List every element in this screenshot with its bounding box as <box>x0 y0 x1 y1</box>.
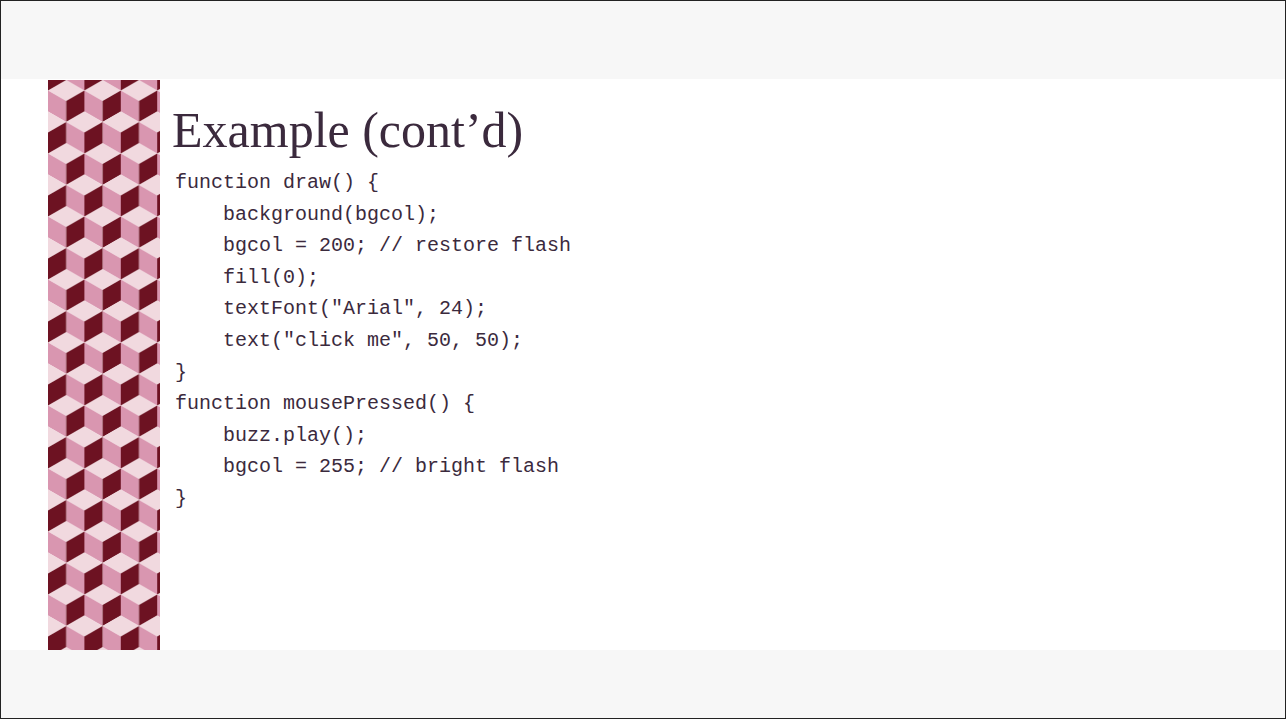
top-band <box>1 1 1285 79</box>
code-line: bgcol = 200; // restore flash <box>223 234 571 258</box>
code-line: fill(0); <box>223 266 319 290</box>
code-line: textFont("Arial", 24); <box>223 297 487 321</box>
cube-pattern-stripe <box>48 80 160 650</box>
code-line: buzz.play(); <box>223 424 367 448</box>
code-line: } <box>175 487 187 511</box>
slide-title: Example (cont’d) <box>172 100 523 160</box>
code-line: background(bgcol); <box>223 203 439 227</box>
code-line: function mousePressed() { <box>175 392 475 416</box>
bottom-band <box>1 650 1285 718</box>
code-line: } <box>175 361 187 385</box>
code-line: function draw() { <box>175 171 379 195</box>
code-line: text("click me", 50, 50); <box>223 329 523 353</box>
code-line: bgcol = 255; // bright flash <box>223 455 559 479</box>
